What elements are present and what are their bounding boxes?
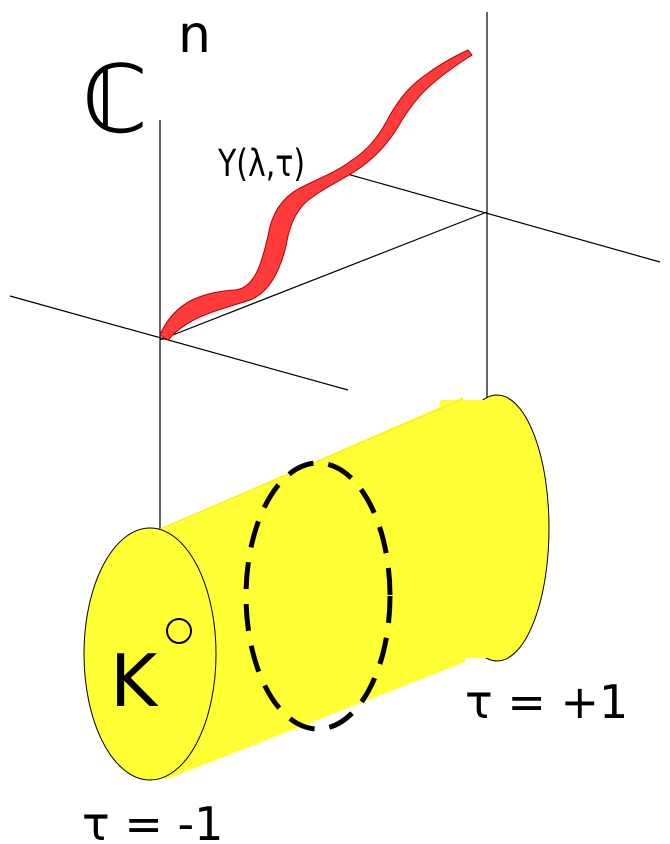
domain-interior-circle <box>166 618 192 644</box>
domain-symbol: K <box>110 639 159 723</box>
tau-left-label: τ = -1 <box>82 797 223 844</box>
complex-space-frame <box>9 12 661 530</box>
complex-space-symbol: ℂ <box>82 46 148 155</box>
axis-line-horizontal <box>9 295 349 391</box>
cylinder-cap-cover <box>440 400 498 658</box>
cylinder-dashed-section <box>243 460 393 732</box>
labels: ℂ n Y(λ,τ) K τ = +1 τ = -1 <box>82 5 628 844</box>
axis-line-back <box>339 171 661 263</box>
ribbon-shape <box>159 49 473 341</box>
cylinder-left-cap <box>83 527 217 781</box>
axis-line-depth <box>159 211 488 341</box>
tau-right-label: τ = +1 <box>465 675 628 729</box>
curve-label: Y(λ,τ) <box>217 142 305 186</box>
complex-space-exponent: n <box>178 5 211 65</box>
curve-ribbon <box>159 49 473 341</box>
cylinder <box>83 394 550 781</box>
cylinder-body <box>160 397 465 780</box>
